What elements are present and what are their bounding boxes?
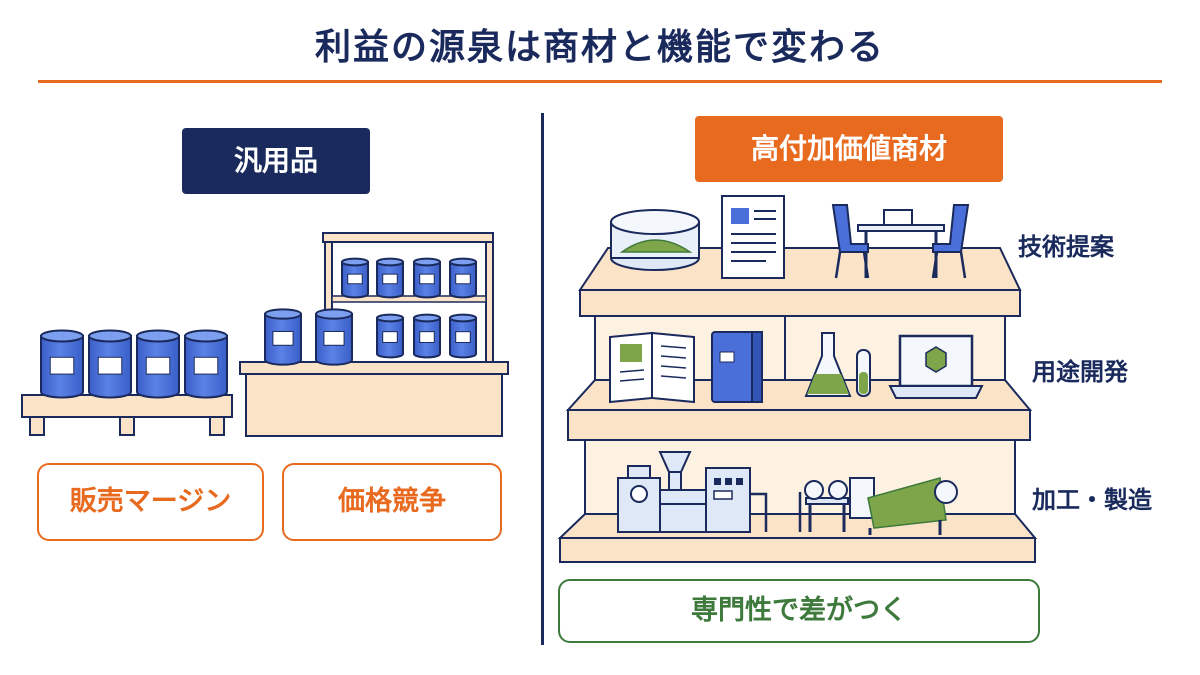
drum-icon <box>341 257 369 299</box>
drum-icon <box>376 313 404 359</box>
shelf-icon <box>239 232 509 437</box>
drum-icon <box>315 308 353 366</box>
drum-icon <box>449 313 477 359</box>
book-icon <box>609 331 695 404</box>
title-underline <box>38 80 1162 83</box>
page-title: 利益の源泉は商材と機能で変わる <box>314 27 885 68</box>
extruder-machine-icon <box>617 451 768 533</box>
high-value-tag: 高付加価値商材 <box>695 116 1003 182</box>
sales-margin-pill: 販売マージン <box>37 463 264 541</box>
drum-icon <box>40 329 84 399</box>
expertise-conclusion-pill: 専門性で差がつく <box>558 579 1040 643</box>
drum-icon <box>376 257 404 299</box>
layer-label-processing-manufacturing: 加工・製造 <box>1032 486 1152 514</box>
layer-label-technical-proposal: 技術提案 <box>1018 233 1114 261</box>
pallet-icon <box>21 394 233 436</box>
center-divider <box>541 113 544 645</box>
layer-label-application-development: 用途開発 <box>1032 358 1128 386</box>
flask-icon <box>804 332 852 397</box>
drum-icon <box>88 329 132 399</box>
document-icon <box>721 195 785 279</box>
drum-icon <box>264 308 302 366</box>
meeting-table-icon <box>831 204 970 279</box>
drum-icon <box>413 313 441 359</box>
roller-press-icon <box>798 477 958 535</box>
drum-icon <box>413 257 441 299</box>
drum-icon <box>136 329 180 399</box>
laptop-icon <box>888 334 984 399</box>
powder-dish-icon <box>610 209 700 271</box>
test-tube-icon <box>856 349 871 397</box>
price-competition-pill: 価格競争 <box>282 463 502 541</box>
drum-icon <box>449 257 477 299</box>
commodity-tag: 汎用品 <box>182 128 370 194</box>
binder-icon <box>711 331 763 403</box>
drum-icon <box>184 329 228 399</box>
